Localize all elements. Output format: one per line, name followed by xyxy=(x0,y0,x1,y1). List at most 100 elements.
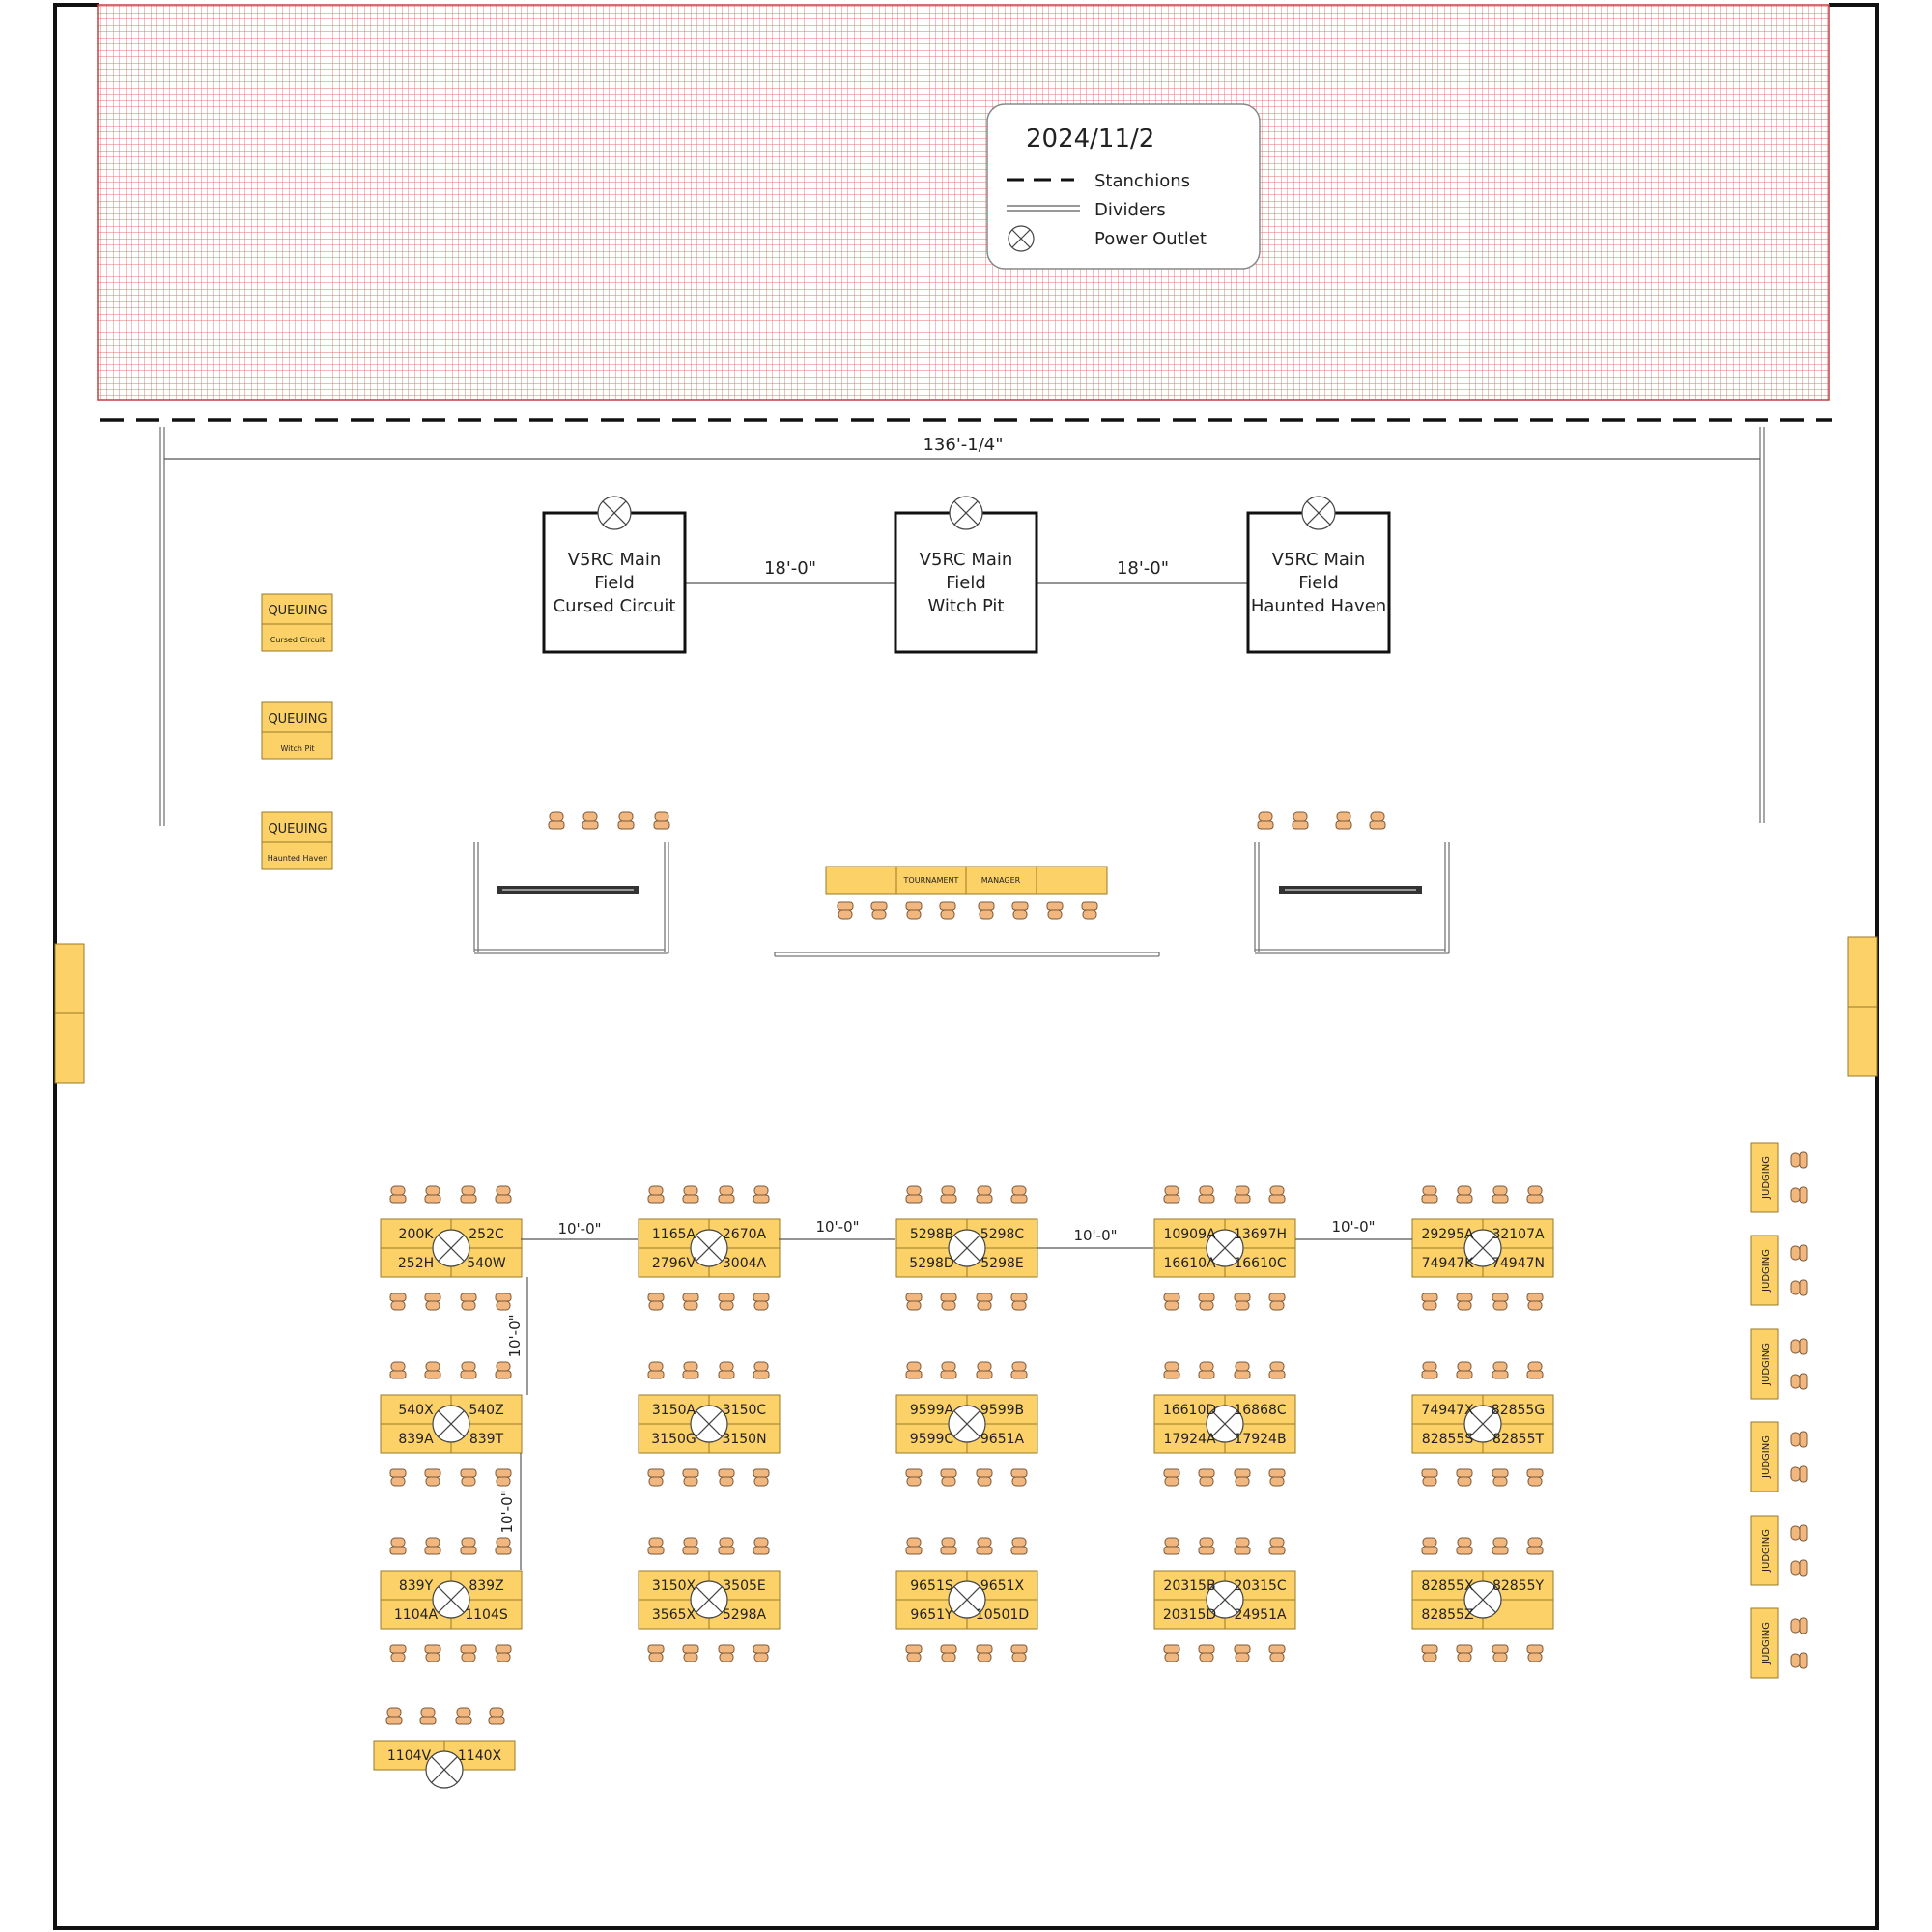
team-number: 82855G xyxy=(1492,1403,1545,1418)
power-outlet-icon xyxy=(425,1750,464,1789)
chair xyxy=(976,1293,993,1311)
chair xyxy=(870,901,888,920)
chair xyxy=(940,1185,957,1204)
chair xyxy=(1163,1468,1180,1487)
team-number: 74947K xyxy=(1422,1256,1475,1271)
team-number: 3004A xyxy=(723,1256,767,1271)
team-number: 10501D xyxy=(976,1607,1029,1623)
chair xyxy=(1526,1468,1544,1487)
team-number: 540Z xyxy=(469,1403,503,1418)
chair xyxy=(905,901,923,920)
team-number: 17924B xyxy=(1234,1432,1286,1447)
chair xyxy=(837,901,854,920)
chair xyxy=(1526,1361,1544,1379)
chair xyxy=(1010,1644,1028,1662)
chair xyxy=(718,1361,735,1379)
field-gap-1-label: 18'-0" xyxy=(764,558,816,579)
chair xyxy=(1526,1644,1544,1662)
team-number: 16610D xyxy=(1163,1403,1216,1418)
power-outlet-icon xyxy=(432,1405,470,1443)
legend-date: 2024/11/2 xyxy=(1026,125,1154,154)
team-number: 16610A xyxy=(1163,1256,1216,1271)
chair xyxy=(753,1293,770,1311)
chair xyxy=(976,1185,993,1204)
chair xyxy=(753,1644,770,1662)
chair xyxy=(617,811,635,830)
team-number: 1165A xyxy=(652,1227,696,1242)
chair xyxy=(385,1707,403,1725)
team-number: 82855Z xyxy=(1421,1607,1473,1623)
chair xyxy=(460,1185,477,1204)
chair xyxy=(1369,811,1386,830)
chair xyxy=(1790,1338,1808,1355)
chair xyxy=(495,1468,512,1487)
chair xyxy=(976,1468,993,1487)
tournament-manager-table: TOURNAMENT MANAGER xyxy=(825,866,1108,895)
chair xyxy=(905,1185,923,1204)
team-number: 10909A xyxy=(1163,1227,1216,1242)
pit-vgap-2: 10'-0" xyxy=(498,1490,516,1533)
team-number: 82855S xyxy=(1422,1432,1474,1447)
door-right xyxy=(1847,936,1878,1077)
chair xyxy=(1790,1617,1808,1634)
team-number: 839A xyxy=(398,1432,434,1447)
chair xyxy=(1011,901,1029,920)
chair xyxy=(940,1537,957,1555)
judging-label: JUDGING xyxy=(1761,1529,1772,1573)
field-label-line1: V5RC Main xyxy=(568,550,662,570)
chair xyxy=(978,901,995,920)
team-number: 5298A xyxy=(723,1607,767,1623)
power-outlet-icon xyxy=(1206,1580,1244,1619)
team-number: 3150N xyxy=(722,1432,766,1447)
team-number: 17924A xyxy=(1163,1432,1216,1447)
team-number: 1104A xyxy=(394,1607,439,1623)
power-outlet-icon xyxy=(432,1229,470,1267)
field-label-line2: Field xyxy=(594,573,635,593)
chair xyxy=(682,1293,699,1311)
chair xyxy=(1198,1361,1215,1379)
judging-label: JUDGING xyxy=(1761,1435,1772,1479)
chair xyxy=(460,1361,477,1379)
pit-gap-3: 10'-0" xyxy=(1073,1227,1117,1244)
team-number: 9651Y xyxy=(910,1607,953,1623)
chair xyxy=(424,1537,441,1555)
door-left xyxy=(54,943,85,1084)
legend-label-dividers: Dividers xyxy=(1094,200,1166,220)
power-outlet-icon xyxy=(1206,1405,1244,1443)
team-number: 74947X xyxy=(1421,1403,1474,1418)
team-number: 5298D xyxy=(909,1256,953,1271)
power-outlet-icon xyxy=(1206,1229,1244,1267)
chair xyxy=(1421,1468,1438,1487)
judging-label: JUDGING xyxy=(1761,1156,1772,1200)
chair xyxy=(495,1185,512,1204)
team-number: 9599A xyxy=(910,1403,954,1418)
chair xyxy=(1198,1468,1215,1487)
team-number: 74947N xyxy=(1492,1256,1545,1271)
chair xyxy=(1790,1151,1808,1169)
judging-label: JUDGING xyxy=(1761,1343,1772,1386)
chair xyxy=(905,1468,923,1487)
team-number: 3565X xyxy=(652,1607,696,1623)
chair xyxy=(1198,1293,1215,1311)
chair xyxy=(1492,1644,1509,1662)
chair xyxy=(718,1537,735,1555)
chair xyxy=(460,1293,477,1311)
chair xyxy=(753,1361,770,1379)
chair xyxy=(905,1293,923,1311)
judging-station-3: JUDGING xyxy=(1750,1328,1808,1400)
chair xyxy=(976,1537,993,1555)
queuing-name: Cursed Circuit xyxy=(270,636,325,644)
judging-station-5: JUDGING xyxy=(1750,1515,1808,1586)
team-number: 1104S xyxy=(465,1607,508,1623)
team-number: 3150C xyxy=(723,1403,767,1418)
pit-gap-1: 10'-0" xyxy=(557,1220,601,1237)
team-number: 5298E xyxy=(980,1256,1023,1271)
chair xyxy=(1492,1293,1509,1311)
team-number: 13697H xyxy=(1234,1227,1287,1242)
chair xyxy=(1234,1537,1251,1555)
